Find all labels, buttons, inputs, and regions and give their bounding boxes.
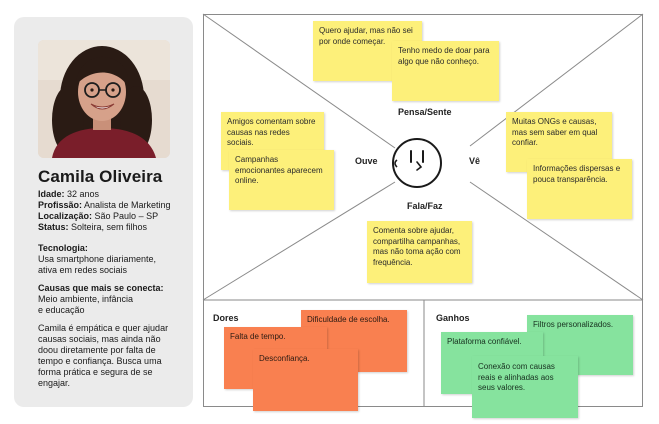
label-ouve: Ouve [355, 156, 378, 166]
sticky-note-dor-3[interactable]: Desconfiança. [253, 349, 358, 411]
technology-heading: Tecnologia: [38, 243, 188, 254]
persona-name: Camila Oliveira [38, 167, 162, 187]
causes-heading: Causas que mais se conecta: [38, 283, 188, 294]
sticky-note-pensa-2[interactable]: Tenho medo de doar para algo que não con… [392, 41, 499, 101]
label-ganhos: Ganhos [436, 313, 470, 323]
persona-card: Camila Oliveira Idade: 32 anos Profissão… [14, 17, 193, 407]
label-fala-faz: Fala/Faz [407, 201, 443, 211]
persona-technology: Tecnologia: Usa smartphone diariamente, … [38, 243, 188, 276]
sticky-note-ganho-3[interactable]: Conexão com causas reais e alinhadas aos… [472, 356, 578, 418]
persona-photo [38, 40, 170, 158]
persona-facts: Idade: 32 anos Profissão: Analista de Ma… [38, 189, 171, 233]
sticky-note-ouve-2[interactable]: Campanhas emocionantes aparecem online. [229, 150, 334, 210]
face-icon [390, 136, 444, 190]
avatar [38, 40, 170, 158]
fact-location: Localização: São Paulo – SP [38, 211, 171, 222]
label-ve: Vê [469, 156, 480, 166]
label-dores: Dores [213, 313, 239, 323]
label-pensa-sente: Pensa/Sente [398, 107, 452, 117]
fact-status: Status: Solteira, sem filhos [38, 222, 171, 233]
fact-profession: Profissão: Analista de Marketing [38, 200, 171, 211]
persona-bio: Camila é empática e quer ajudar causas s… [38, 323, 190, 389]
fact-age: Idade: 32 anos [38, 189, 171, 200]
sticky-note-ve-2[interactable]: Informações dispersas e pouca transparên… [527, 159, 632, 219]
persona-causes: Causas que mais se conecta: Meio ambient… [38, 283, 188, 316]
sticky-note-fala-1[interactable]: Comenta sobre ajudar, compartilha campan… [367, 221, 472, 283]
